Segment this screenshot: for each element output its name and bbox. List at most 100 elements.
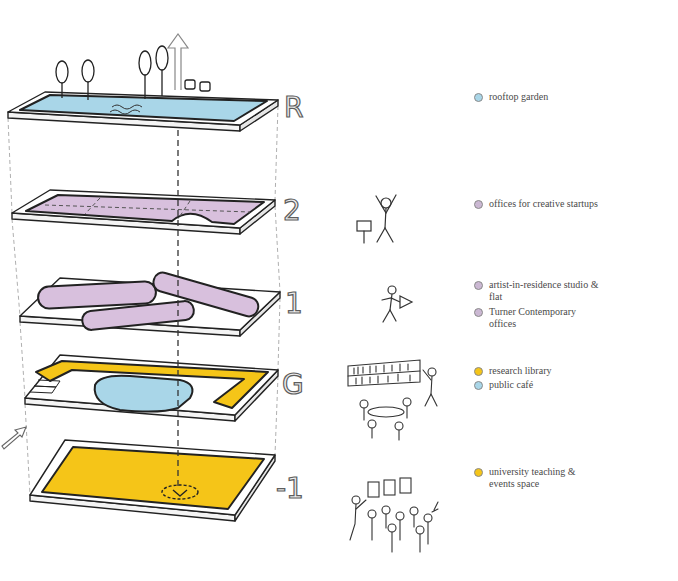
head (368, 420, 376, 428)
yellow-zone (42, 447, 264, 509)
slab-top (30, 440, 275, 515)
guide-line (20, 322, 25, 398)
slab-ground (25, 355, 278, 421)
floor-label: 2 (283, 196, 301, 226)
purple-zone (38, 281, 157, 309)
bookshelf (348, 360, 420, 386)
tree-trunk (161, 68, 162, 96)
guide-line (8, 118, 12, 213)
slab-top (8, 92, 278, 125)
slab-top (12, 190, 275, 228)
partition (45, 205, 250, 212)
floor-label-text: -1 (276, 472, 304, 505)
legend-entry: artist-in-residence studio & flat (474, 279, 604, 303)
legend-entry: offices for creative startups (474, 198, 604, 210)
legend-text: public café (489, 379, 599, 391)
floor-label-text: 1 (285, 287, 303, 320)
arrow-outline (2, 427, 26, 449)
bodies (372, 514, 428, 552)
down-chevron (173, 490, 187, 496)
table (368, 407, 404, 417)
tree-crown (139, 51, 151, 75)
trees (56, 46, 210, 100)
head (396, 512, 404, 520)
body (390, 294, 392, 310)
floor-label: R (284, 93, 303, 123)
slab-top (25, 355, 278, 415)
legend-entry: university teaching & events space (474, 466, 604, 490)
legs (383, 310, 396, 322)
legend-text: Turner Contemporary offices (489, 306, 599, 330)
legend-text: research library (489, 365, 599, 377)
legend-entry: rooftop garden (474, 91, 604, 103)
guide-lines (8, 106, 280, 495)
legend-swatch (474, 381, 483, 390)
slab-second (12, 190, 275, 234)
head (388, 286, 396, 294)
legend-text: rooftop garden (489, 91, 599, 103)
dashed-circle (162, 485, 198, 499)
guide-line (12, 219, 20, 316)
sketch-library (348, 360, 437, 440)
leg (431, 394, 437, 406)
legend-text: offices for creative startups (489, 198, 599, 210)
bench (185, 80, 195, 89)
legend-swatch (474, 93, 483, 102)
tree-trunk (144, 72, 145, 99)
frame (368, 482, 379, 497)
partition (85, 198, 100, 214)
sketch-artist (382, 286, 412, 322)
purple-zone (151, 270, 260, 318)
guide-line (275, 206, 280, 292)
head (403, 398, 411, 406)
head (424, 514, 432, 522)
slab-first (20, 270, 280, 336)
bodies (364, 406, 407, 440)
entrance-arrow (2, 427, 26, 449)
frame (384, 480, 395, 495)
head (388, 524, 396, 532)
legend-swatch (474, 367, 483, 376)
head (395, 422, 403, 430)
head (410, 507, 418, 515)
legend-swatch (474, 308, 483, 317)
floor-label-text: 2 (283, 194, 301, 227)
head (368, 510, 376, 518)
squiggle (110, 110, 140, 114)
head (382, 506, 390, 514)
guide-line (275, 376, 278, 455)
slab-basement (30, 440, 275, 521)
head (428, 368, 436, 376)
arms (376, 195, 396, 213)
head (416, 526, 424, 534)
floor-label-text: R (284, 91, 303, 124)
partition (178, 201, 190, 219)
floor-label: -1 (276, 474, 304, 504)
step (34, 380, 60, 387)
blue-zone (20, 95, 267, 121)
screen (357, 221, 371, 231)
legs (377, 228, 393, 242)
slab-roof (8, 92, 278, 131)
legend-entry: Turner Contemporary offices (474, 306, 604, 330)
legend-entry: research library (474, 365, 604, 377)
frame (400, 478, 411, 493)
easel-arrow (400, 296, 412, 308)
stand (363, 231, 364, 243)
tree-crown (56, 61, 68, 83)
books (354, 364, 410, 384)
circulation-line (177, 100, 178, 488)
bench (200, 82, 210, 91)
arm (356, 500, 366, 509)
sketch-startups (357, 195, 396, 243)
dashed-partitions (45, 198, 250, 219)
tree-trunk (87, 80, 88, 100)
body (350, 504, 356, 540)
sketch-teaching (350, 478, 438, 552)
guide-line (278, 298, 280, 370)
tree-crown (82, 60, 94, 82)
legend-swatch (474, 281, 483, 290)
head (360, 400, 368, 408)
